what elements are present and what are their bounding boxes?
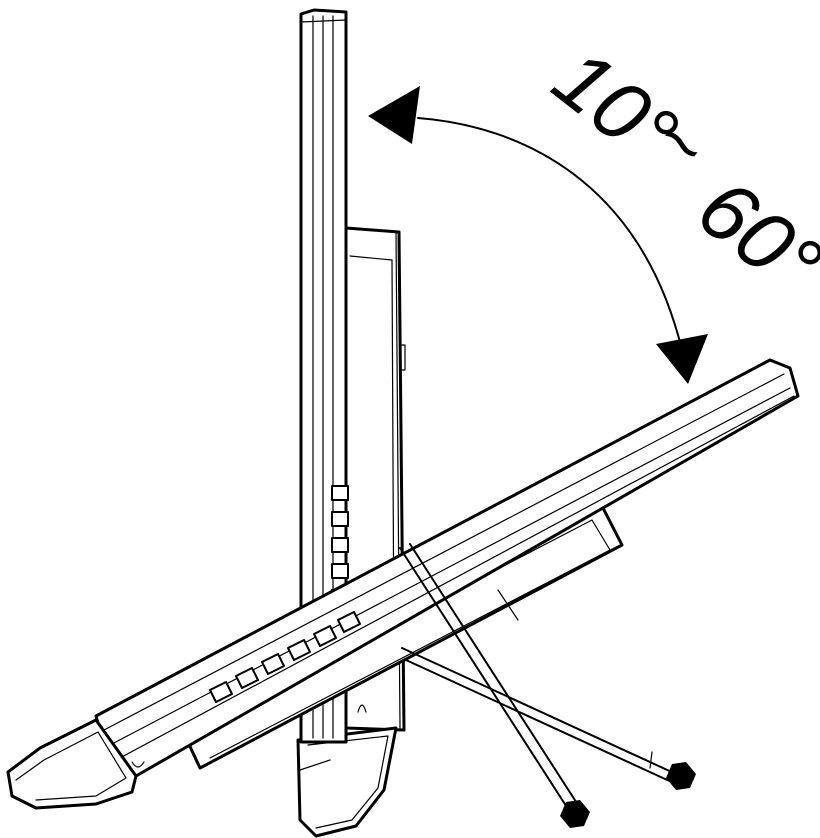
tilt-angle-arc [368, 86, 708, 384]
tilt-angle-label: 10° ~ 60° [537, 30, 820, 312]
monitor-tilted-panel [94, 358, 800, 778]
arrow-head-down-icon [656, 334, 708, 384]
monitor-upright [296, 8, 406, 838]
kickstand-leg-front [401, 647, 696, 790]
monitor-tilted-base [6, 718, 145, 810]
kickstand-leg-back [399, 543, 590, 828]
monitor-tilted [6, 358, 800, 810]
angle-end-label: 60° [681, 160, 820, 312]
monitor-upright-base [296, 726, 398, 838]
leg-foot-front [666, 762, 696, 790]
monitor-tilted-buttons [209, 611, 361, 703]
leg-foot-back [560, 800, 590, 828]
arrow-head-up-left-icon [368, 86, 420, 144]
